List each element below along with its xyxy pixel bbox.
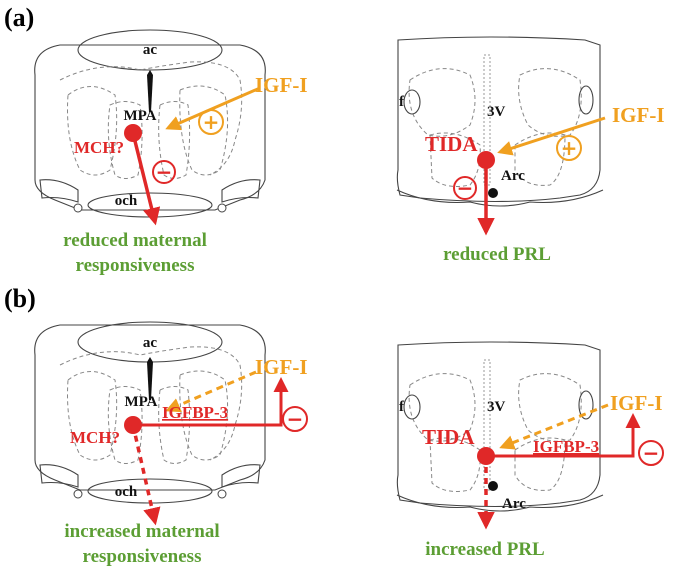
mch-label: MCH? xyxy=(74,138,124,157)
outcome-label: increased PRL xyxy=(425,539,544,560)
igfbp-label: IGFBP-3 xyxy=(533,437,599,456)
minus-sign: − xyxy=(643,441,660,465)
outcome-line2: responsiveness xyxy=(83,546,202,567)
igf-label: IGF-I xyxy=(255,73,308,97)
igfbp-label: IGFBP-3 xyxy=(162,403,228,422)
plus-sign-circle xyxy=(198,109,224,135)
igf-arrow xyxy=(497,116,606,156)
minus-sign-circle xyxy=(638,440,664,466)
outcome-label: reduced PRL xyxy=(443,244,551,265)
minus-sign: − xyxy=(457,176,474,200)
outcome-line2: responsiveness xyxy=(76,255,195,276)
igfbp-arrow xyxy=(486,413,641,458)
inhibition-arrow xyxy=(131,132,161,226)
igfbp-arrow xyxy=(133,377,289,427)
arc-label: Arc xyxy=(501,168,525,184)
tida-label: TIDA xyxy=(422,425,475,449)
arc-label: Arc xyxy=(502,496,526,512)
outcome-line1: increased maternal xyxy=(64,521,219,542)
igf-label: IGF-I xyxy=(610,391,663,415)
igf-arrow xyxy=(165,370,257,413)
outcome-arrow xyxy=(131,424,161,526)
igf-arrow xyxy=(165,86,261,131)
mpa-label: MPA xyxy=(124,394,157,410)
f-label: f xyxy=(399,399,405,415)
och-label: och xyxy=(115,484,138,500)
mpa-anatomy-outline xyxy=(34,321,266,504)
panel-a-letter: (a) xyxy=(4,3,34,32)
mch-label: MCH? xyxy=(70,428,120,447)
v3-label: 3V xyxy=(487,399,506,415)
panel-a-arc-section: f 3V TIDA Arc IGF-I + − reduced PRL xyxy=(396,36,665,265)
och-label: och xyxy=(115,193,138,209)
outcome-line1: reduced maternal xyxy=(63,230,207,251)
arc-anatomy-outline xyxy=(396,36,604,207)
panel-b-mpa-section: ac och MPA MCH? IGF-I IGFBP-3 − increase… xyxy=(34,321,308,567)
panel-a-mpa-section: ac och MPA MCH? IGF-I + − reduced matern… xyxy=(34,29,308,276)
panel-b-letter: (b) xyxy=(4,284,36,313)
ac-label: ac xyxy=(143,335,158,351)
panel-b-arc-section: f 3V TIDA Arc IGF-I IGFBP-3 − increased … xyxy=(396,341,664,560)
igf-label: IGF-I xyxy=(612,103,665,127)
plus-sign: + xyxy=(561,136,578,160)
igf-label: IGF-I xyxy=(255,355,308,379)
v3-label: 3V xyxy=(487,104,506,120)
minus-sign: − xyxy=(287,407,304,431)
minus-sign-circle xyxy=(152,160,176,184)
plus-sign-circle xyxy=(556,135,582,161)
tida-label: TIDA xyxy=(425,132,478,156)
minus-sign-circle xyxy=(282,406,308,432)
ac-label: ac xyxy=(143,42,158,58)
minus-sign: − xyxy=(156,160,173,184)
arc-anatomy-outline xyxy=(396,341,604,512)
minus-sign-circle xyxy=(453,176,477,200)
mpa-label: MPA xyxy=(123,108,156,124)
plus-sign: + xyxy=(203,110,220,134)
f-label: f xyxy=(399,94,405,110)
mpa-anatomy-outline xyxy=(34,29,266,218)
